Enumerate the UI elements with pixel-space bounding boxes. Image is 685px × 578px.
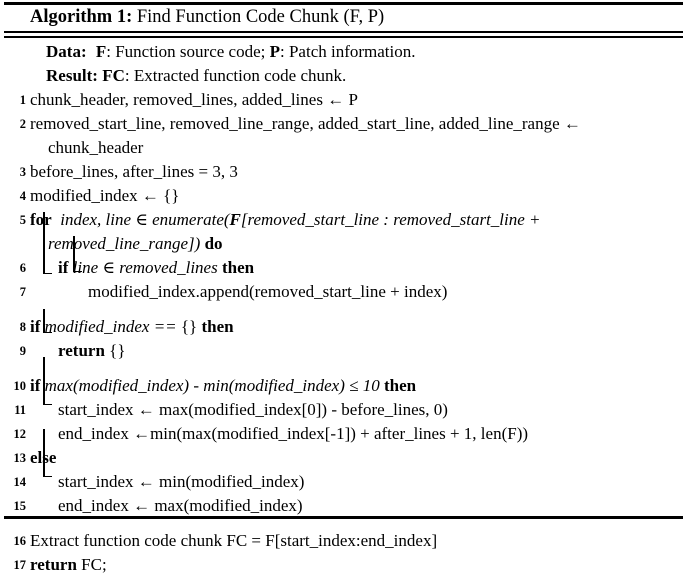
line-number: 16 xyxy=(13,534,27,548)
algorithm-body: Data: F: Function source code; P: Patch … xyxy=(0,40,685,577)
algorithm-line-5: 5 for index, line ∈ enumerate(F[removed_… xyxy=(0,208,685,256)
line-number: 15 xyxy=(13,499,27,513)
block-gap xyxy=(0,518,685,529)
line-number: 7 xyxy=(19,285,26,299)
block-bar-then xyxy=(43,357,50,405)
line-number: 2 xyxy=(19,117,26,131)
io-value-data: : Function source code; xyxy=(106,42,270,61)
algorithm-title: Find Function Code Chunk (F, P) xyxy=(136,7,385,27)
io-key-result: Result: xyxy=(46,66,98,85)
line-text: else xyxy=(0,446,685,470)
line-number: 11 xyxy=(14,403,26,417)
line-number: 1 xyxy=(19,93,26,107)
algorithm-number-label: Algorithm 1: xyxy=(30,7,133,27)
line-number: 10 xyxy=(13,379,27,393)
algorithm-line-4: 4 modified_index ← {} xyxy=(0,184,685,208)
line-text: end_index ←min(max(modified_index[-1]) +… xyxy=(58,424,529,443)
line-number: 12 xyxy=(13,427,27,441)
top-rule xyxy=(4,2,683,5)
keyword-then: then xyxy=(221,258,255,277)
algorithm-caption: Algorithm 1: Find Function Code Chunk (F… xyxy=(30,5,384,30)
line-number: 6 xyxy=(19,261,26,275)
line-text-continued: removed_line_range]) do xyxy=(48,234,223,253)
io-line-result: Result: FC: Extracted function code chun… xyxy=(0,64,685,88)
line-text: return FC; xyxy=(30,555,107,574)
algorithm-line-1: 1 chunk_header, removed_lines, added_lin… xyxy=(0,88,685,112)
algorithm-line-8: 8 if modified_index == {} then xyxy=(0,315,685,339)
line-text-continued: chunk_header xyxy=(48,138,144,157)
algorithm-line-7: 7 modified_index.append(removed_start_li… xyxy=(0,280,685,304)
algorithm-line-14: 14 start_index ← min(modified_index) xyxy=(0,470,685,494)
block-bar-for-loop xyxy=(43,212,50,274)
line-text: if line ∈ removed_lines then xyxy=(0,256,685,280)
line-number: 13 xyxy=(13,451,27,465)
keyword-return: return xyxy=(30,555,77,574)
keyword-if: if xyxy=(30,317,41,336)
block-bar-else xyxy=(43,429,50,477)
line-text: removed_start_line, removed_line_range, … xyxy=(30,114,581,133)
algorithm-line-16: 16 Extract function code chunk FC = F[st… xyxy=(0,529,685,553)
line-text-body: modified_index == xyxy=(44,317,177,336)
line-text-body: index, line ∈ enumerate(F[removed_start_… xyxy=(60,210,541,229)
line-text-body: line ∈ removed_lines xyxy=(72,258,218,277)
algorithm-figure: Algorithm 1: Find Function Code Chunk (F… xyxy=(4,2,683,574)
io-value-result: : Extracted function code chunk. xyxy=(124,66,347,85)
line-number: 17 xyxy=(13,558,27,572)
io-value-data-rest: : Patch information. xyxy=(280,42,416,61)
algorithm-line-9: 9 return {} xyxy=(0,339,685,363)
io-symbol-F: F xyxy=(95,42,107,61)
line-text: if max(modified_index) - min(modified_in… xyxy=(0,374,685,398)
io-key-data: Data: xyxy=(46,42,87,61)
io-symbol-FC: FC xyxy=(102,66,125,85)
line-text: return {} xyxy=(58,341,126,360)
bottom-rule xyxy=(4,516,683,519)
keyword-if: if xyxy=(58,258,69,277)
algorithm-line-13: 13 else xyxy=(0,446,685,470)
keyword-then: then xyxy=(383,376,417,395)
keyword-do: do xyxy=(204,234,223,253)
line-text-body: max(modified_index) - min(modified_index… xyxy=(44,376,380,395)
algorithm-line-11: 11 start_index ← max(modified_index[0]) … xyxy=(0,398,685,422)
line-text: modified_index ← {} xyxy=(30,186,180,205)
algorithm-line-2: 2 removed_start_line, removed_line_range… xyxy=(0,112,685,160)
algorithm-line-17: 17 return FC; xyxy=(0,553,685,577)
algorithm-line-3: 3 before_lines, after_lines = 3, 3 xyxy=(0,160,685,184)
line-number: 14 xyxy=(13,475,27,489)
line-text: for index, line ∈ enumerate(F[removed_st… xyxy=(0,208,685,232)
line-text: end_index ← max(modified_index) xyxy=(58,496,303,515)
algorithm-line-6: 6 if line ∈ removed_lines then xyxy=(0,256,685,280)
algorithm-line-15: 15 end_index ← max(modified_index) xyxy=(0,494,685,518)
io-line-data: Data: F: Function source code; P: Patch … xyxy=(0,40,685,64)
line-number: 4 xyxy=(19,189,26,203)
line-text: modified_index.append(removed_start_line… xyxy=(88,282,448,301)
caption-rule-lower xyxy=(4,36,683,38)
algorithm-line-10: 10 if max(modified_index) - min(modified… xyxy=(0,374,685,398)
block-bar-inner-if xyxy=(73,236,80,272)
line-number: 9 xyxy=(19,344,26,358)
block-gap xyxy=(0,363,685,374)
line-text: start_index ← min(modified_index) xyxy=(58,472,305,491)
caption-rule-upper xyxy=(4,31,683,33)
line-number: 8 xyxy=(19,320,26,334)
algorithm-line-12: 12 end_index ←min(max(modified_index[-1]… xyxy=(0,422,685,446)
keyword-for: for xyxy=(30,210,52,229)
block-bar-empty-if xyxy=(43,309,50,333)
line-number: 5 xyxy=(19,213,26,227)
line-text: before_lines, after_lines = 3, 3 xyxy=(30,162,238,181)
keyword-if: if xyxy=(30,376,41,395)
line-text: if modified_index == {} then xyxy=(30,317,234,336)
line-text: chunk_header, removed_lines, added_lines… xyxy=(30,90,358,109)
keyword-then: then xyxy=(201,317,234,336)
block-gap xyxy=(0,304,685,315)
keyword-return: return xyxy=(58,341,105,360)
line-text: Extract function code chunk FC = F[start… xyxy=(30,531,438,550)
io-symbol-P: P xyxy=(269,42,280,61)
line-number: 3 xyxy=(19,165,26,179)
line-text: start_index ← max(modified_index[0]) - b… xyxy=(58,400,448,419)
